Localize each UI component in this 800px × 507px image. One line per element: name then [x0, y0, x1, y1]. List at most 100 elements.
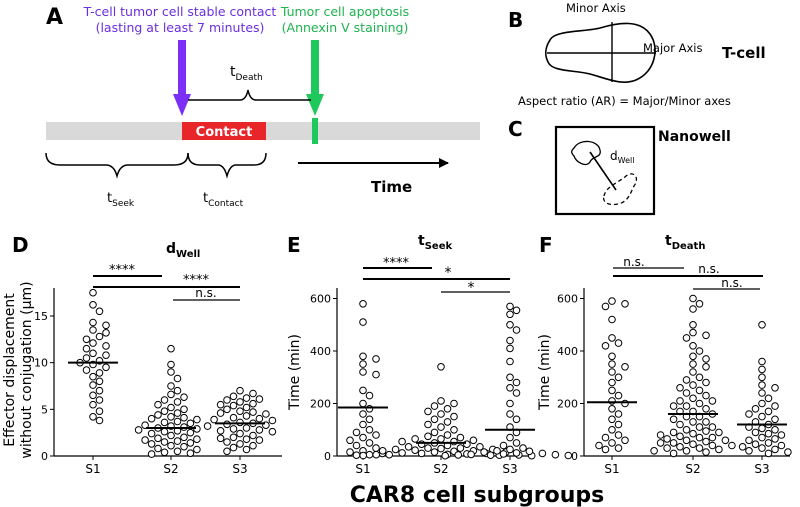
panel-c: C Nanowell dWell [508, 117, 731, 216]
data-point [656, 439, 665, 447]
panel-d-title: dWell [166, 241, 200, 260]
data-point [391, 445, 400, 454]
x-axis-label: CAR8 cell subgroups [350, 483, 605, 507]
data-point [404, 443, 413, 451]
data-point [676, 432, 684, 441]
t-death-bracket [188, 89, 311, 101]
x-tick-label: S1 [355, 462, 370, 476]
data-point [223, 396, 231, 404]
y-tick-label: 400 [310, 345, 331, 358]
data-point [216, 400, 225, 409]
data-point [95, 377, 104, 386]
data-point [751, 428, 760, 437]
data-point [601, 342, 610, 350]
data-point [180, 393, 188, 402]
data-point [102, 363, 110, 372]
sig-label: * [468, 280, 475, 296]
data-point [608, 415, 616, 424]
data-point [236, 386, 244, 395]
data-point [695, 399, 704, 408]
data-point [499, 450, 508, 458]
data-point [372, 355, 380, 363]
data-point [167, 403, 175, 412]
y-tick-label: 600 [310, 293, 331, 306]
data-point [223, 405, 231, 414]
data-point [608, 426, 616, 434]
data-point [385, 450, 394, 459]
data-point [512, 378, 521, 387]
nanowell-box [554, 125, 656, 216]
data-point [180, 442, 188, 451]
panel-e-ylabel: Time (min) [287, 334, 303, 411]
data-point [450, 399, 458, 408]
data-point [167, 441, 175, 450]
data-point [506, 373, 514, 382]
time-label: Time [371, 178, 412, 196]
data-point [702, 418, 710, 426]
data-point [538, 449, 547, 458]
data-point [601, 302, 610, 311]
data-point [424, 420, 432, 429]
data-point [450, 412, 458, 421]
panel-a-letter: A [46, 5, 63, 30]
data-point [745, 447, 753, 455]
data-point [193, 415, 201, 424]
data-point [758, 399, 766, 408]
data-point [255, 436, 264, 444]
panel-d-sig: **** **** n.s. [93, 263, 240, 301]
data-point [167, 382, 175, 390]
data-point [689, 418, 697, 426]
data-point [669, 449, 678, 458]
data-point [82, 344, 91, 353]
data-point [180, 433, 188, 442]
data-point [708, 423, 717, 431]
data-point [95, 416, 104, 425]
data-point [689, 429, 697, 438]
data-point [758, 444, 766, 452]
data-point [476, 443, 484, 451]
data-point [650, 447, 658, 455]
data-point [417, 449, 426, 458]
x-tick-label: S1 [604, 462, 619, 476]
data-point [689, 328, 697, 337]
contact-caption-line1: T-cell tumor cell stable contact [83, 4, 277, 19]
data-point [758, 373, 766, 382]
data-point [682, 389, 691, 397]
data-point [229, 433, 238, 442]
t-cell-label: T-cell [722, 44, 766, 62]
data-point [506, 321, 514, 329]
data-point [493, 447, 501, 455]
data-point [437, 423, 445, 431]
d-well-label: dWell [610, 149, 634, 165]
data-point [203, 422, 212, 430]
data-point [771, 415, 779, 424]
data-point [372, 450, 381, 459]
data-point [173, 386, 182, 395]
data-point [512, 449, 521, 457]
data-point [193, 435, 201, 444]
data-point [695, 373, 704, 382]
data-point [621, 363, 629, 371]
data-point [682, 436, 691, 445]
data-point [398, 437, 406, 446]
data-point [669, 415, 678, 424]
data-point [777, 431, 786, 439]
data-point [764, 394, 773, 403]
data-point [702, 405, 710, 413]
contact-arrow [173, 40, 191, 116]
y-tick-label: 0 [324, 450, 331, 463]
data-point [506, 445, 514, 454]
x-tick-label: S2 [163, 462, 178, 476]
data-point [89, 413, 97, 421]
data-point [676, 443, 684, 451]
data-point [359, 360, 367, 368]
panel-d-ylabel-line2: without conjugation (μm) [19, 281, 35, 458]
data-point [512, 306, 521, 315]
data-point [167, 413, 175, 421]
x-tick-label: S2 [685, 462, 700, 476]
data-point [689, 305, 697, 313]
data-point [614, 410, 623, 418]
data-point [255, 426, 264, 434]
data-point [268, 427, 277, 436]
t-seek-brace [45, 152, 189, 179]
